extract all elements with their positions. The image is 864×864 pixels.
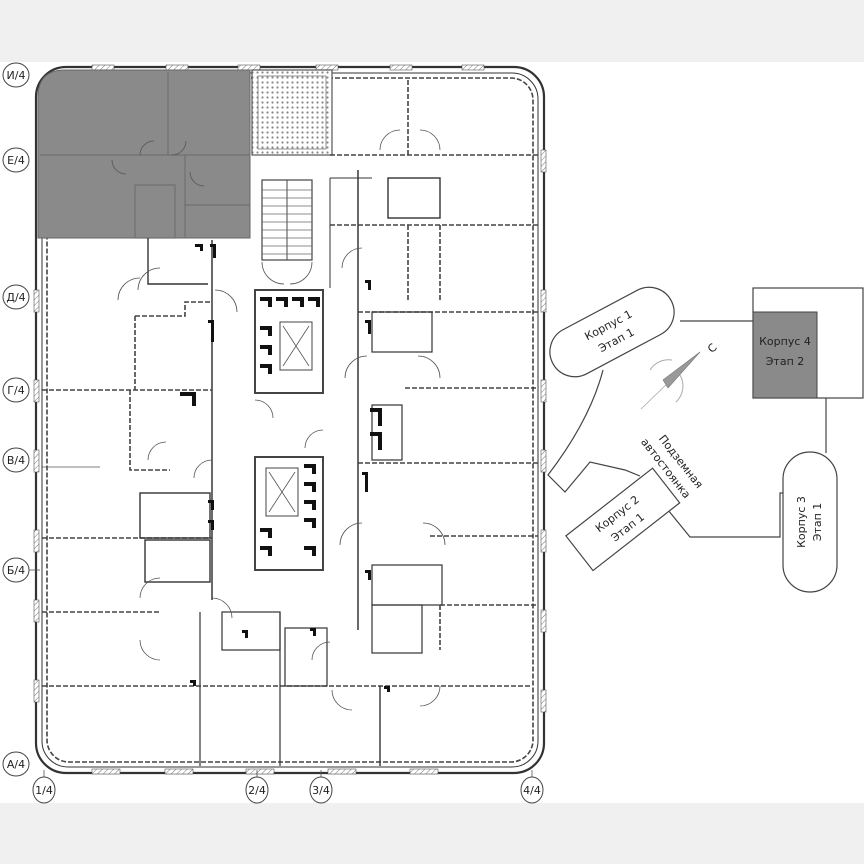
axis-label-g: Г/4: [7, 384, 24, 397]
elevator-core-lower: [254, 399, 324, 571]
korpus-3-label: Корпус 3: [795, 496, 808, 548]
axis-row-a: А/4: [2, 751, 30, 777]
axis-label-2: 2/4: [248, 784, 266, 797]
building-korpus-2[interactable]: Корпус 2 Этап 1: [565, 467, 681, 572]
axis-row-v: В/4: [2, 447, 30, 473]
utility-shafts: [180, 244, 390, 692]
axis-label-1: 1/4: [35, 784, 53, 797]
door-swings: [117, 129, 446, 711]
north-arrow-icon: С: [640, 341, 720, 410]
north-label: С: [705, 341, 720, 356]
axis-label-4: 4/4: [523, 784, 541, 797]
korpus-3-stage: Этап 1: [811, 503, 824, 542]
highlighted-apartment[interactable]: [37, 69, 251, 239]
axis-row-g: Г/4: [2, 377, 30, 403]
axis-label-i: И/4: [7, 69, 26, 82]
axis-row-i: И/4: [2, 62, 30, 88]
axis-col-4: 4/4: [520, 770, 544, 804]
axis-row-d: Д/4: [2, 284, 30, 310]
grid-axes: И/4 Е/4 Д/4 Г/4 В/4 Б/4 А/4: [2, 62, 544, 804]
entrance-vestibule: [251, 69, 333, 156]
axis-col-2: 2/4: [245, 770, 269, 804]
building-korpus-4[interactable]: Корпус 4 Этап 2: [752, 287, 864, 399]
axis-col-1: 1/4: [32, 770, 56, 804]
korpus-4-label: Корпус 4: [759, 335, 811, 348]
elevator-core-upper: [254, 289, 324, 394]
axis-label-d: Д/4: [6, 291, 25, 304]
axis-row-b: Б/4: [2, 557, 40, 583]
building-korpus-1[interactable]: Корпус 1 Этап 1: [541, 278, 683, 385]
interior-walls: [42, 80, 538, 766]
axis-label-e: Е/4: [7, 154, 25, 167]
site-plan: Корпус 1 Этап 1 Корпус 4 Этап 2 Корпус 2…: [541, 278, 864, 593]
korpus-4-stage: Этап 2: [766, 355, 805, 368]
axis-label-b: Б/4: [7, 564, 25, 577]
building-korpus-3[interactable]: Корпус 3 Этап 1: [782, 451, 838, 593]
axis-label-3: 3/4: [312, 784, 330, 797]
axis-label-a: А/4: [7, 758, 25, 771]
staircase: [261, 179, 313, 285]
window-hatches: [33, 64, 547, 775]
axis-col-3: 3/4: [309, 770, 333, 804]
axis-label-v: В/4: [7, 454, 25, 467]
axis-row-e: Е/4: [2, 147, 30, 173]
